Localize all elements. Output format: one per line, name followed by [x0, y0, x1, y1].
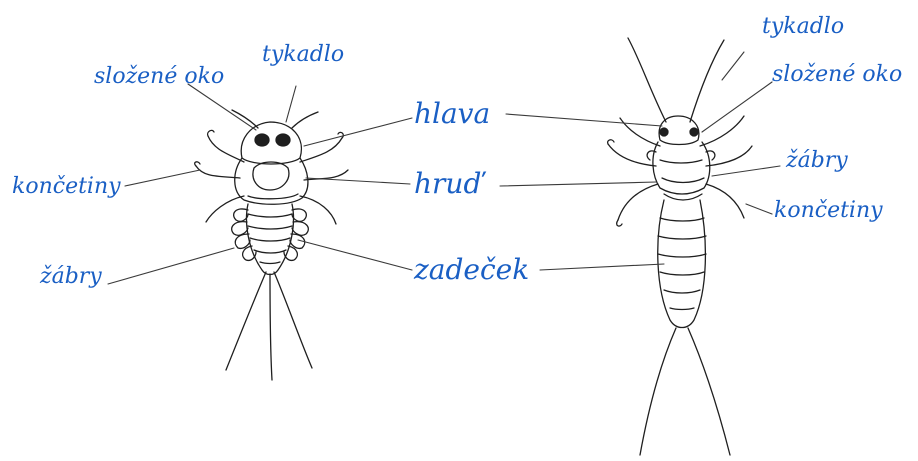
label-hrud: hruď	[414, 170, 481, 198]
right-insect-drawing	[608, 38, 752, 455]
label-hlava: hlava	[414, 100, 490, 128]
label-slozene-oko-right: složené oko	[772, 64, 902, 86]
left-thorax	[235, 158, 308, 204]
label-slozene-oko-left: složené oko	[94, 66, 224, 88]
left-eye-left	[255, 134, 269, 146]
left-insect-drawing	[195, 110, 348, 380]
label-tykadlo-left: tykadlo	[262, 44, 344, 66]
label-zadecek: zadeček	[414, 256, 529, 284]
right-thorax	[653, 142, 710, 194]
label-zabry-right: žábry	[786, 150, 848, 172]
left-eye-right	[276, 134, 290, 146]
label-koncetiny-right: končetiny	[774, 200, 883, 222]
label-zabry-left: žábry	[40, 266, 102, 288]
label-koncetiny-left: končetiny	[12, 176, 121, 198]
label-tykadlo-right: tykadlo	[762, 16, 844, 38]
